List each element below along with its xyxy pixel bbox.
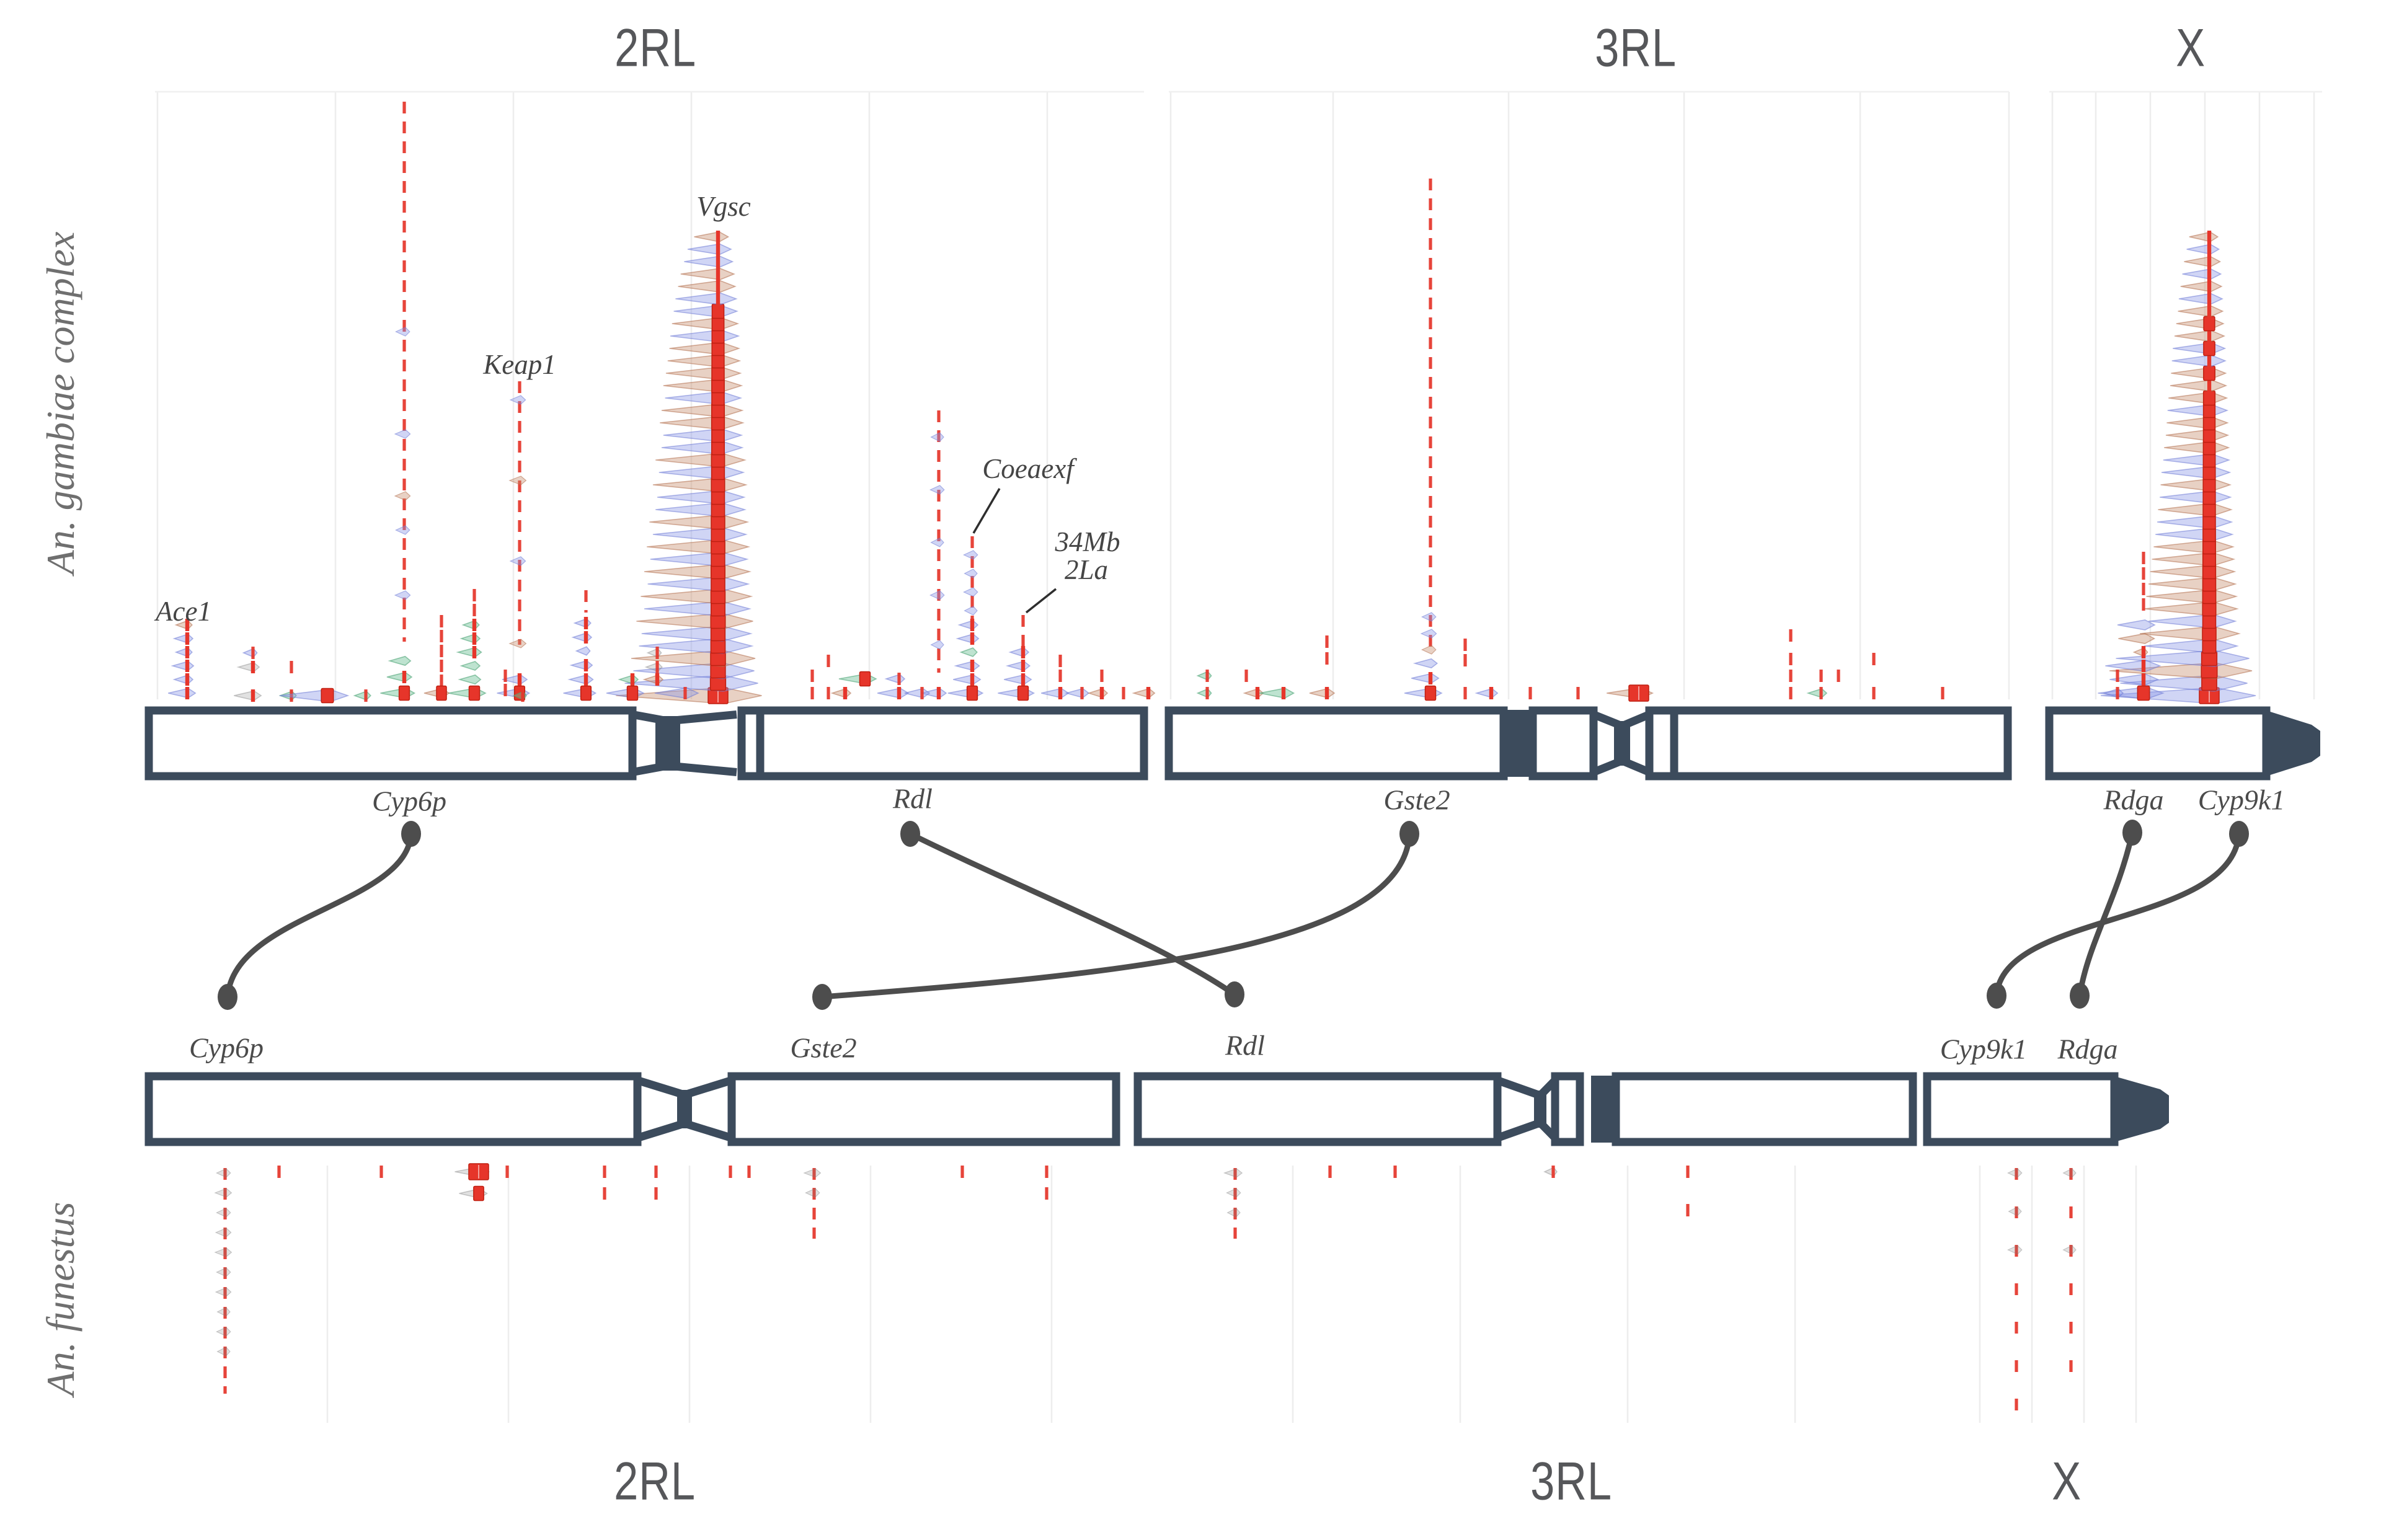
marker-cluster-x2405 (1474, 687, 1499, 699)
gene-label-cyp9k1-top: Cyp9k1 (2197, 784, 2286, 816)
annotation-keap1: Keap1 (483, 349, 556, 380)
gene-label-rdga-top: Rdga (2103, 784, 2164, 816)
funestus-cluster-x2505 (1543, 1166, 1558, 1178)
annotation-callouts (972, 488, 1057, 614)
marker-cluster-x590 (353, 689, 371, 702)
connector-dot-bottom (812, 984, 832, 1010)
peak-stack-ace1 (168, 619, 197, 699)
peak-column-x652 (380, 102, 416, 701)
ideogram-2rl-bot (144, 1072, 1120, 1146)
gridlines (155, 91, 2322, 1423)
annotation-2la: 2La (1064, 554, 1109, 585)
funestus-cluster-x772 (454, 1163, 490, 1201)
peak-column-x2307 (1404, 179, 1443, 701)
funestus-column-x3340 (2062, 1168, 2077, 1383)
connector-dot-top (900, 821, 920, 847)
marker-cluster-x1487 (904, 687, 931, 699)
connector-rdga (2077, 830, 2135, 999)
peak-stack-vgsc (616, 231, 762, 704)
connector-rdl (907, 831, 1238, 998)
peak-stack-x-companion (2098, 552, 2165, 701)
connector-dot-bottom (218, 984, 237, 1010)
marker-cluster-x528 (279, 688, 350, 704)
chromosome-ideograms (144, 706, 2320, 1146)
marker-cluster-x2028 (1243, 687, 1264, 699)
connector-dot-bottom (2070, 983, 2090, 1009)
connector-cyp9k1 (1993, 831, 2242, 999)
marker-cluster-x1777 (1087, 670, 1109, 699)
ideogram-x-top (2045, 706, 2320, 781)
ideogram-2rl-top (144, 706, 1148, 781)
connector-gste2 (819, 831, 1412, 1000)
funestus-column-x3252 (2006, 1168, 2023, 1420)
annotation-ace1: Ace1 (156, 596, 211, 627)
annotation-coeaexf: Coeaexf (982, 453, 1074, 484)
selection-peak-stacks (168, 231, 2256, 704)
marker-cluster-x1363 (830, 687, 852, 699)
marker-cluster-x2937 (1806, 670, 1828, 699)
annotation-34mb: 34Mb (1055, 526, 1120, 557)
gene-label-rdga-bottom: Rdga (2057, 1033, 2118, 1065)
chromosome-label-2rl-top: 2RL (614, 18, 696, 78)
connector-dot-top (2229, 821, 2249, 847)
marker-cluster-x1852 (1132, 687, 1156, 699)
chromosome-label-x-top: X (2176, 18, 2206, 78)
marker-cluster-x408 (234, 647, 262, 702)
peak-column-x1568 (947, 536, 984, 701)
ideogram-3rl-top (1164, 706, 2012, 781)
baseline-markers-bottom (214, 1163, 2077, 1420)
chromosome-label-2rl-bottom: 2RL (614, 1451, 696, 1511)
baseline-markers-top (234, 615, 2124, 704)
marker-cluster-x1450 (877, 673, 910, 699)
gene-label-gste2-top: Gste2 (1383, 784, 1450, 816)
ideogram-x-bot (1923, 1072, 2169, 1146)
callout-line-2la (1025, 588, 1057, 614)
gene-label-rdl-bottom: Rdl (1225, 1029, 1265, 1061)
chromosome-label-3rl-bottom: 3RL (1530, 1451, 1612, 1511)
connector-dot-top (2122, 820, 2142, 846)
gene-label-rdl-top: Rdl (893, 782, 933, 815)
marker-cluster-x843 (513, 689, 528, 702)
funestus-column-x1313 (803, 1168, 822, 1239)
gene-label-gste2-bottom: Gste2 (790, 1032, 857, 1064)
marker-cluster-x1395 (838, 671, 877, 687)
gene-label-cyp6p-top: Cyp6p (371, 785, 447, 817)
connector-dot-bottom (1987, 983, 2006, 1009)
marker-cluster-x3415 (2103, 670, 2124, 699)
peak-stack-green-765 (448, 589, 487, 701)
funestus-column-x1992 (1223, 1168, 1243, 1239)
peak-column-x1514 (921, 410, 947, 699)
selection-peak-columns (380, 102, 1443, 701)
peak-column-x945 (563, 590, 597, 701)
gene-label-cyp9k1-bottom: Cyp9k1 (1940, 1033, 2028, 1065)
species-label-funestus: An. funestus (38, 1201, 82, 1396)
connector-dot-bottom (1225, 981, 1244, 1007)
marker-cluster-x1745 (1064, 687, 1090, 699)
ortholog-connectors (218, 820, 2249, 1010)
peak-stack-x-main (2100, 231, 2256, 704)
marker-cluster-x1710 (1041, 655, 1070, 699)
ideogram-3rl-bot (1133, 1072, 1917, 1146)
chromosome-label-x-bottom: X (2052, 1451, 2082, 1511)
marker-cluster-x470 (278, 661, 297, 702)
chromosome-label-3rl-top: 3RL (1595, 18, 1677, 78)
funestus-column-x363 (214, 1168, 233, 1394)
marker-cluster-x1020 (606, 673, 645, 701)
gene-label-cyp6p-bottom: Cyp6p (188, 1032, 264, 1064)
connector-dot-top (401, 821, 421, 847)
marker-cluster-x1105 (654, 687, 699, 699)
callout-line-coeaexf (972, 488, 1001, 534)
annotation-vgsc: Vgsc (696, 191, 751, 222)
connector-dot-top (1399, 821, 1419, 847)
connector-cyp6p (224, 831, 414, 1000)
marker-cluster-x2643 (1607, 684, 1654, 702)
species-label-gambiae: An. gambiae complex (38, 231, 82, 575)
marker-cluster-x1060 (642, 647, 664, 686)
marker-cluster-x2140 (1309, 635, 1336, 699)
marker-cluster-x1947 (1196, 670, 1212, 699)
marker-cluster-x712 (423, 615, 450, 701)
marker-cluster-x2070 (1259, 687, 1295, 699)
peak-column-x1650 (998, 615, 1035, 701)
